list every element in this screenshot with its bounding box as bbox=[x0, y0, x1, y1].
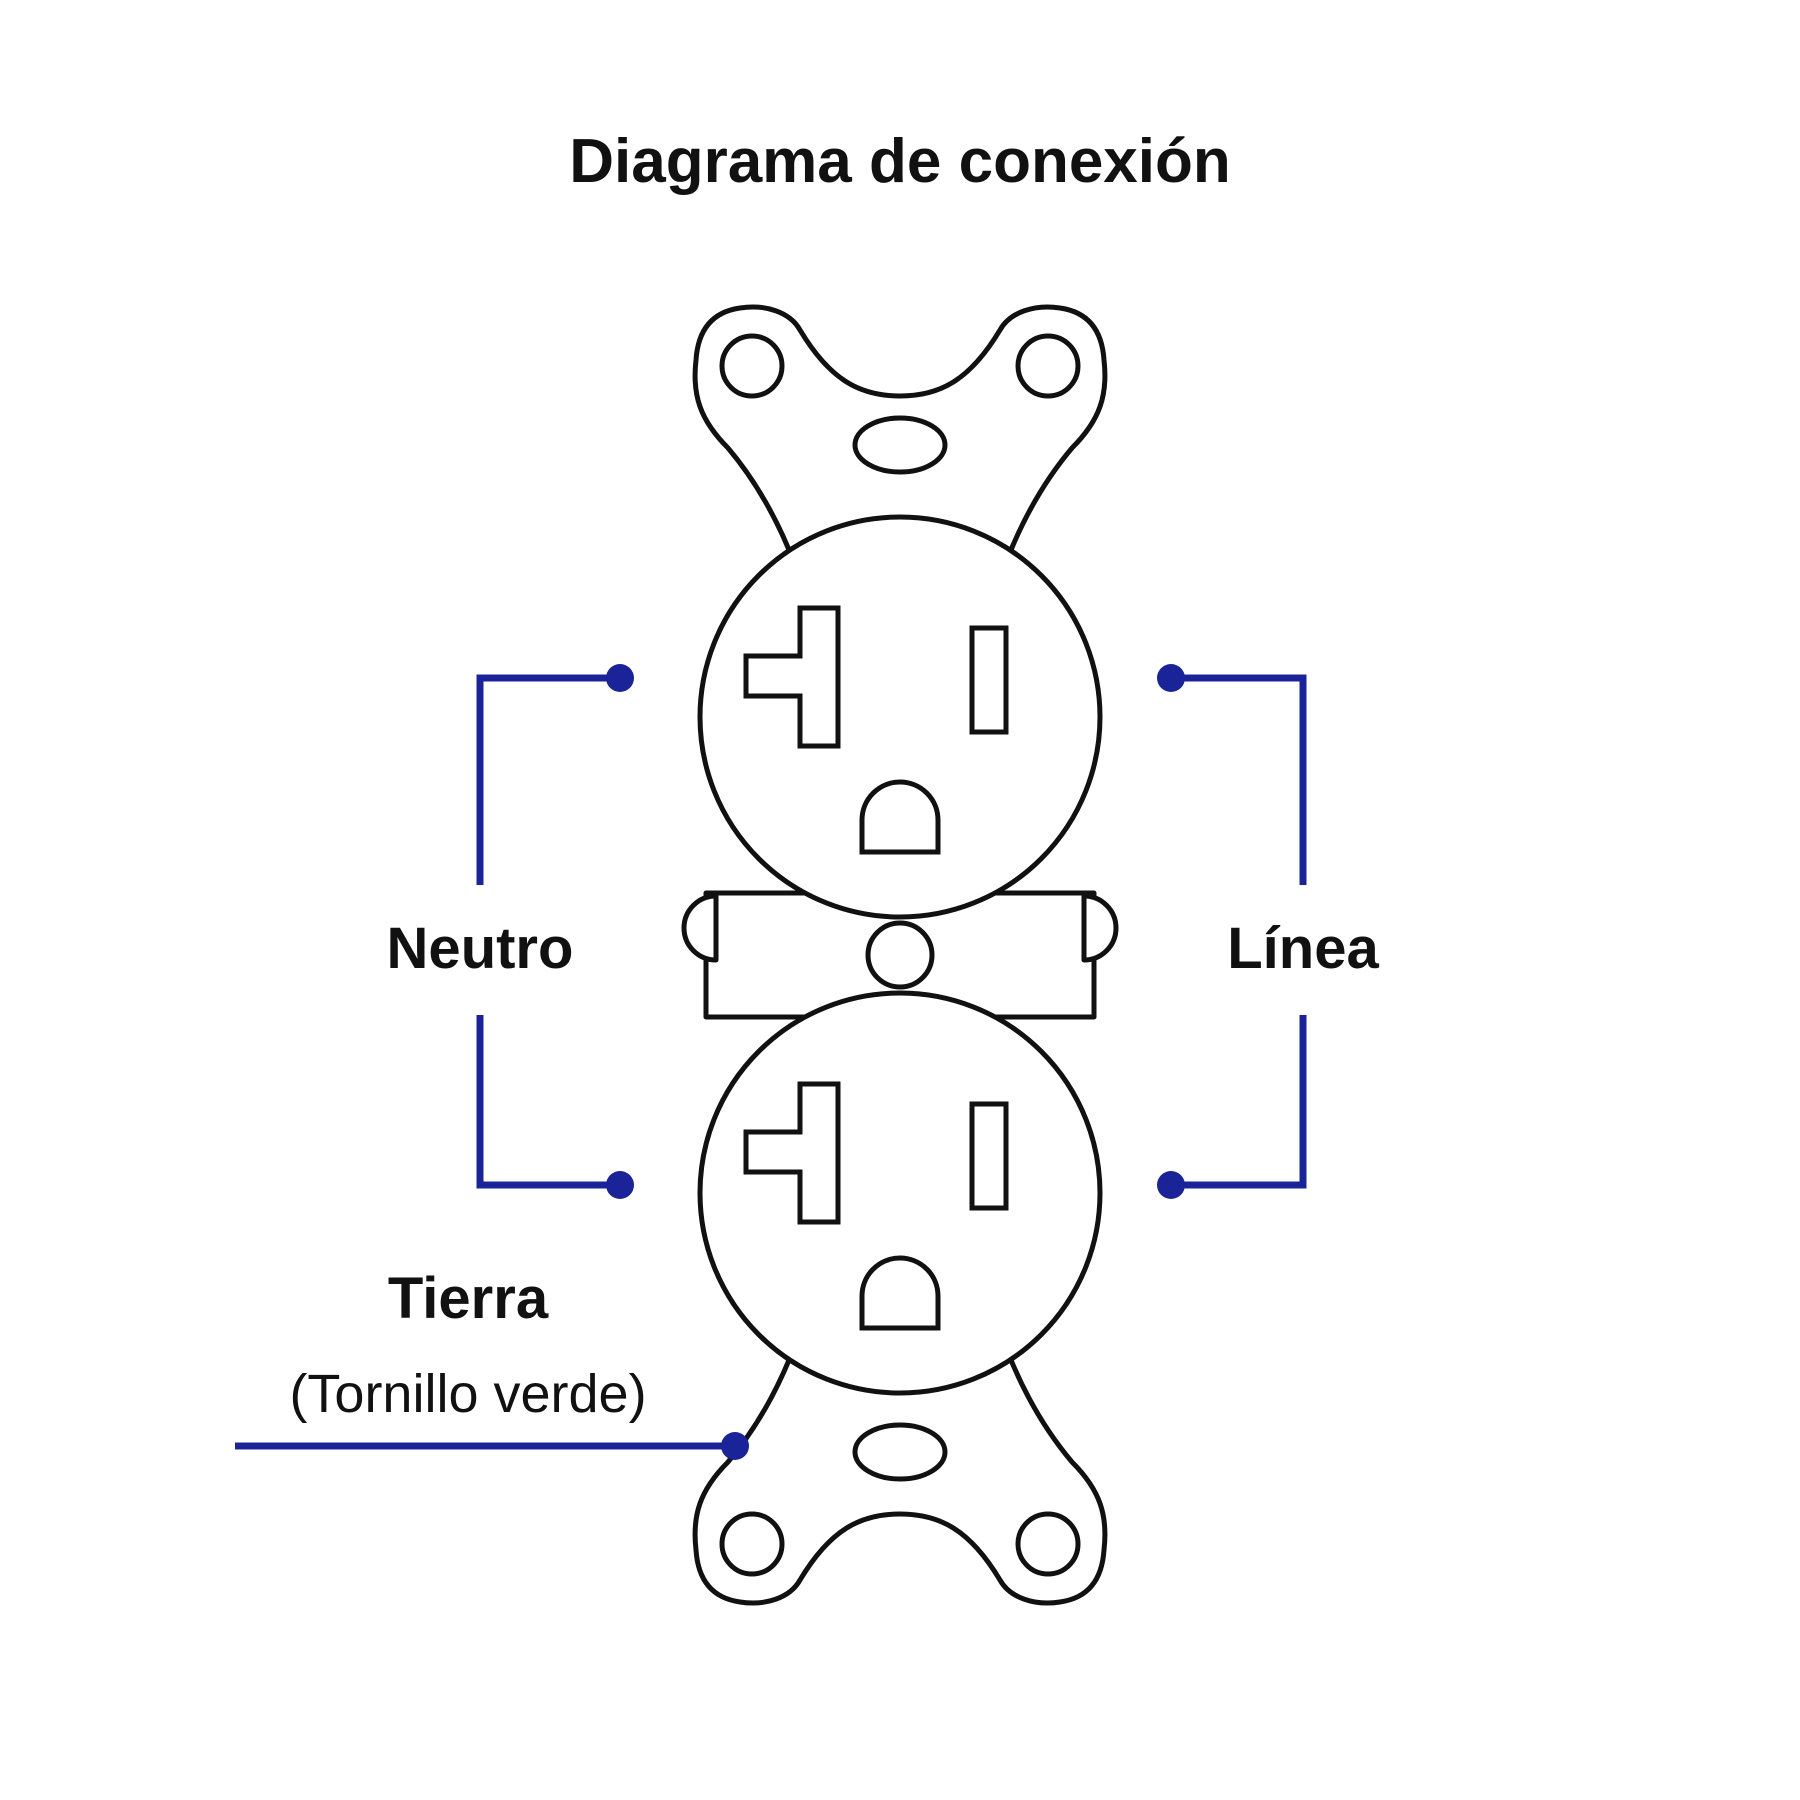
neutral-terminal-dot-upper bbox=[606, 664, 634, 692]
center-screw bbox=[865, 920, 935, 990]
neutral-slot-upper bbox=[743, 605, 841, 749]
top-strap-screw-hole-right bbox=[1015, 333, 1081, 399]
upper-outlet-face bbox=[697, 514, 1103, 920]
neutral-terminal-dot-lower bbox=[606, 1171, 634, 1199]
line-terminal-dot-upper bbox=[1157, 664, 1185, 692]
duplex-receptacle-drawing bbox=[681, 304, 1119, 1606]
bottom-strap-oval-hole bbox=[852, 1422, 948, 1482]
ground-sublabel: (Tornillo verde) bbox=[289, 1364, 646, 1424]
lower-outlet-face bbox=[697, 990, 1103, 1396]
page-title: Diagrama de conexión bbox=[569, 127, 1231, 196]
line-label: Línea bbox=[1227, 916, 1379, 981]
neutral-label: Neutro bbox=[387, 916, 574, 981]
ground-slot-lower bbox=[859, 1255, 941, 1331]
ground-label: Tierra bbox=[388, 1266, 549, 1331]
line-slot-upper bbox=[969, 625, 1009, 735]
line-wire-bracket bbox=[1171, 674, 1307, 1189]
ground-callout: Tierra (Tornillo verde) bbox=[235, 1266, 749, 1460]
break-off-tab-left bbox=[681, 893, 719, 963]
neutral-callout: Neutro bbox=[387, 664, 634, 1199]
top-strap-screw-hole-left bbox=[719, 333, 785, 399]
line-callout: Línea bbox=[1157, 664, 1379, 1199]
line-terminal-dot-lower bbox=[1157, 1171, 1185, 1199]
ground-slot-upper bbox=[859, 779, 941, 855]
break-off-tab-right bbox=[1081, 893, 1119, 963]
neutral-wire-bracket bbox=[476, 674, 620, 1189]
top-strap-oval-hole bbox=[852, 415, 948, 475]
neutral-slot-lower bbox=[743, 1081, 841, 1225]
bottom-strap-screw-hole-left bbox=[719, 1511, 785, 1577]
line-slot-lower bbox=[969, 1101, 1009, 1211]
bottom-strap-screw-hole-right bbox=[1015, 1511, 1081, 1577]
ground-terminal-dot bbox=[721, 1432, 749, 1460]
